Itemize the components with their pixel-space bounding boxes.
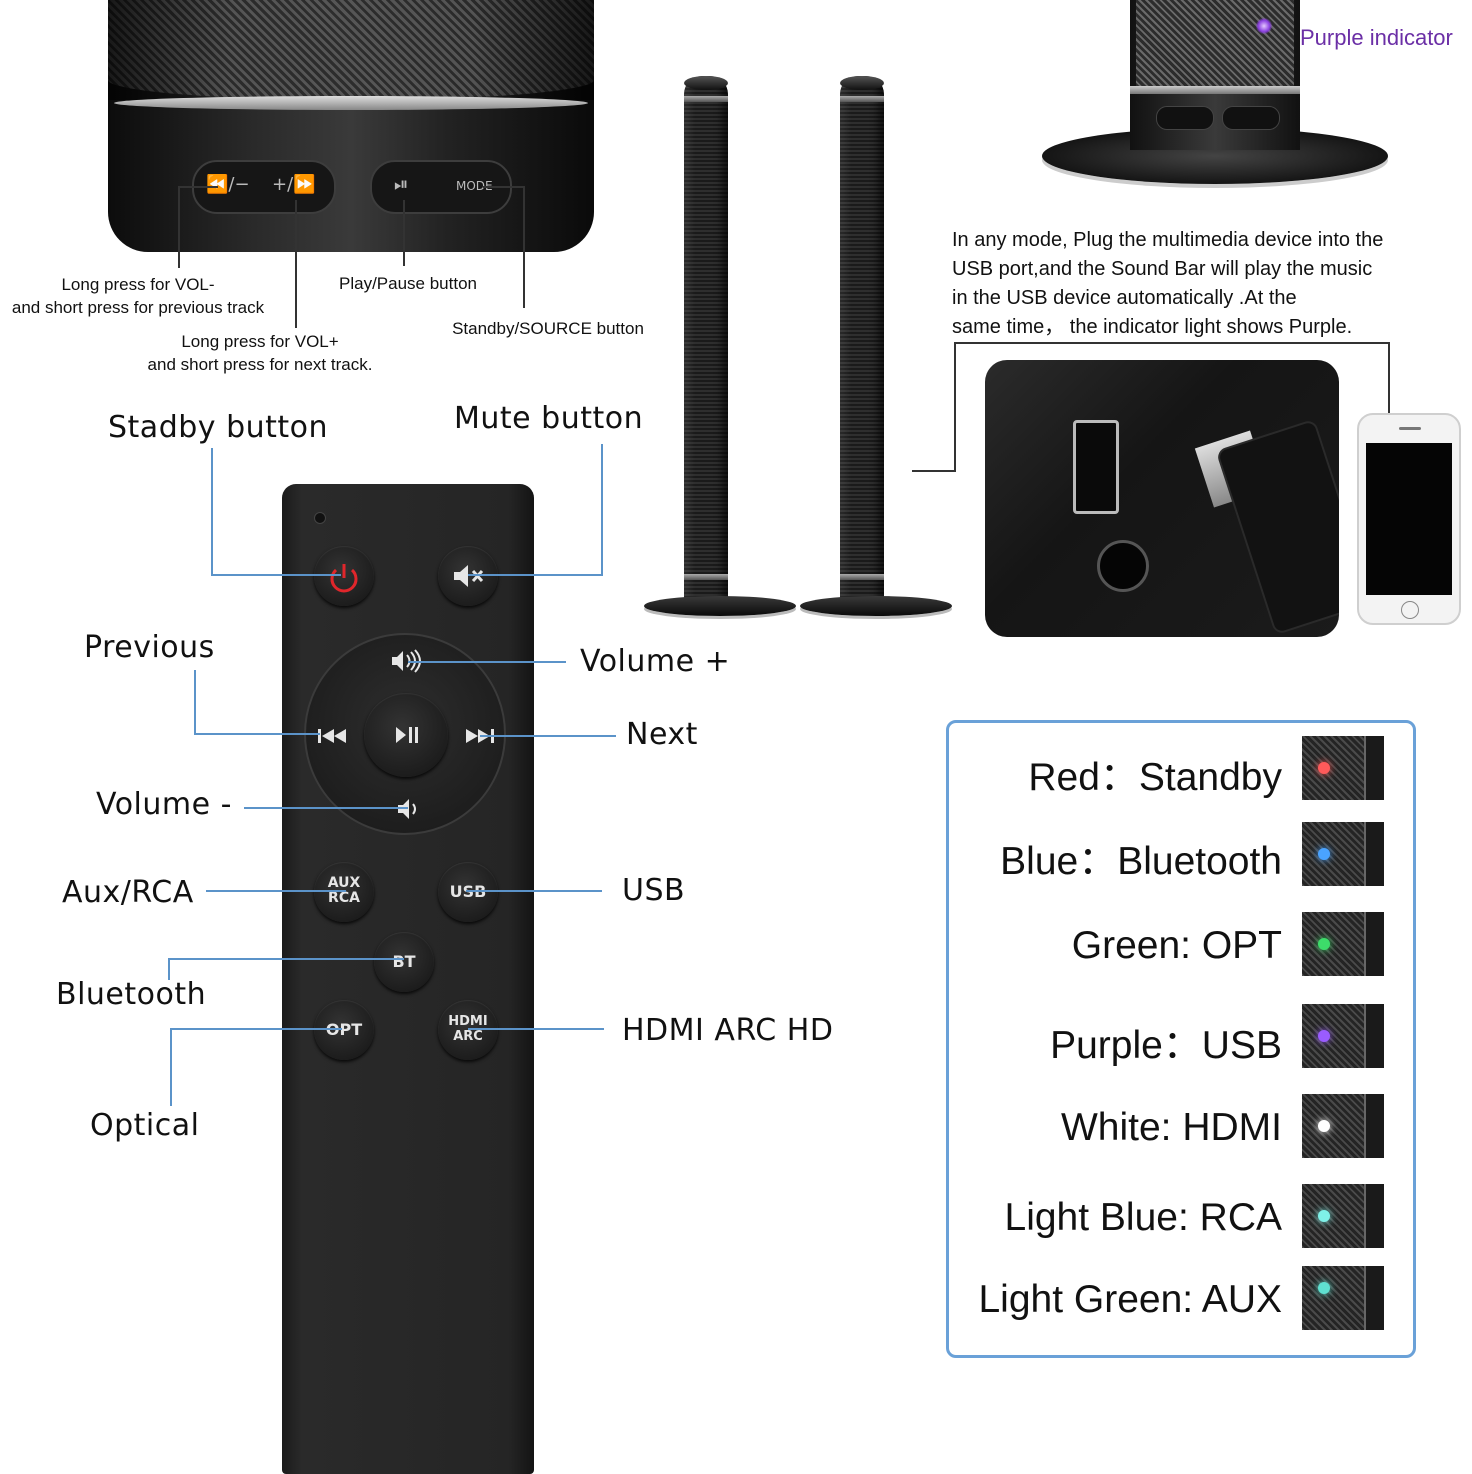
purple-indicator-light (1256, 18, 1272, 34)
label-hdmi-arc: HDMI ARC HD (622, 1013, 834, 1048)
legend-image-blue (1302, 822, 1384, 886)
remote-volume-down-button[interactable] (390, 794, 426, 824)
prev-vol-down-icon: ⏪/− (206, 174, 250, 195)
label-mute-button: Mute button (454, 401, 644, 436)
legend-image-green (1302, 912, 1384, 976)
label-standby-button: Stadby button (108, 410, 329, 445)
soundbar-right (840, 76, 884, 606)
mode-label: MODE (456, 179, 493, 193)
indicator-legend-box (946, 720, 1416, 1358)
label-previous: Previous (84, 630, 215, 665)
legend-label-green: Green: OPT (1071, 924, 1282, 967)
remote-mute-button[interactable] (438, 546, 498, 606)
label-usb: USB (622, 873, 686, 908)
remote-aux-rca-button[interactable]: AUX RCA (314, 862, 374, 922)
soundbar-right-base (800, 596, 952, 616)
legend-label-white: White: HDMI (1060, 1106, 1282, 1149)
legend-image-red (1302, 736, 1384, 800)
purple-indicator-label: Purple indicator (1300, 25, 1453, 50)
ir-led-icon (314, 512, 326, 524)
legend-label-purple: Purple：USB (1050, 1024, 1282, 1067)
label-next: Next (626, 717, 698, 752)
legend-image-light-green (1302, 1266, 1384, 1330)
remote-opt-button[interactable]: OPT (314, 1000, 374, 1060)
legend-image-purple (1302, 1004, 1384, 1068)
label-aux-rca: Aux/RCA (62, 875, 194, 910)
previous-icon (318, 729, 346, 743)
callout-next-track: Long press for VOL+ and short press for … (147, 332, 373, 374)
label-volume-up: Volume + (580, 644, 731, 679)
remote-play-pause-button[interactable] (364, 693, 448, 777)
remote-usb-button[interactable]: USB (438, 862, 498, 922)
power-icon (330, 564, 358, 593)
label-bluetooth: Bluetooth (56, 977, 207, 1012)
smartphone-icon (1357, 413, 1461, 625)
legend-label-light-green: Light Green: AUX (978, 1278, 1282, 1321)
soundbar-left-base (644, 596, 796, 616)
usb-note: In any mode, Plug the multimedia device … (952, 229, 1384, 338)
volume-down-icon (398, 799, 416, 819)
legend-label-light-blue: Light Blue: RCA (1004, 1196, 1282, 1239)
label-volume-down: Volume - (96, 787, 232, 822)
legend-label-blue: Blue：Bluetooth (1000, 840, 1282, 883)
hdmi-port-icon (1073, 420, 1119, 514)
callout-prev-track: Long press for VOL- and short press for … (11, 275, 265, 317)
mute-icon (454, 565, 484, 587)
speaker-top-right (1130, 0, 1300, 150)
callout-play-pause: Play/Pause button (339, 274, 477, 293)
remote-bt-button[interactable]: BT (374, 932, 434, 992)
play-pause-icon: ⏯ (394, 174, 409, 195)
legend-label-red: Red：Standby (1028, 756, 1282, 799)
usb-port-photo (985, 360, 1339, 637)
callout-standby-source: Standby/SOURCE button (452, 319, 644, 338)
label-optical: Optical (90, 1108, 200, 1143)
legend-image-light-blue (1302, 1184, 1384, 1248)
dc-port-icon (1097, 540, 1149, 592)
remote-previous-button[interactable] (312, 722, 352, 750)
legend-image-white (1302, 1094, 1384, 1158)
remote-hdmi-arc-button[interactable]: HDMI ARC (438, 1000, 498, 1060)
play-pause-icon (396, 727, 418, 743)
usb-stick-icon (1215, 418, 1339, 636)
remote-power-button[interactable] (314, 546, 374, 606)
soundbar-left (684, 76, 728, 606)
next-vol-up-icon: +/⏩ (272, 174, 316, 195)
top-speaker-image: ⏪/− +/⏩ ⏯ MODE (108, 0, 594, 252)
